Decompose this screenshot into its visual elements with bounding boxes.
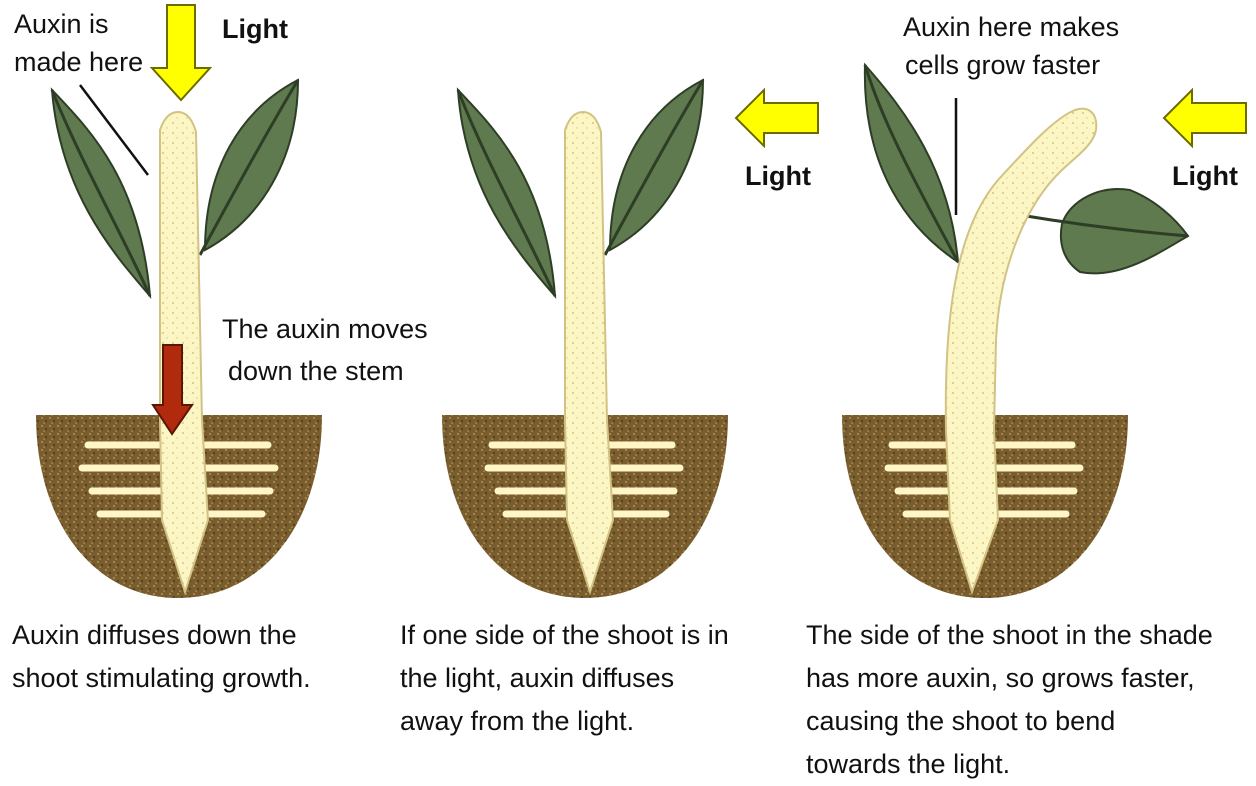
light-arrow-left-1 xyxy=(736,90,818,146)
auxin-here-makes-label: Auxin here makes cells grow faster xyxy=(903,6,1119,86)
stem-2 xyxy=(565,112,613,592)
light-label-right: Light xyxy=(1172,155,1238,197)
light-arrow-left-2 xyxy=(1164,90,1246,146)
plant-panel-3 xyxy=(842,65,1246,598)
light-label-top: Light xyxy=(222,8,288,50)
auxin-moves-label: The auxin moves down the stem xyxy=(222,308,428,392)
leaf-right-3 xyxy=(1061,189,1188,273)
plant-panel-1 xyxy=(36,5,322,598)
caption-panel-1: Auxin diffuses down the shoot stimulatin… xyxy=(12,614,311,700)
auxin-made-here-label: Auxin is made here xyxy=(14,3,143,83)
leaf-left-3 xyxy=(865,65,958,262)
light-label-middle: Light xyxy=(745,155,811,197)
caption-panel-3: The side of the shoot in the shade has m… xyxy=(806,614,1213,786)
caption-panel-2: If one side of the shoot is in the light… xyxy=(400,614,729,743)
light-arrow-down xyxy=(152,5,210,100)
